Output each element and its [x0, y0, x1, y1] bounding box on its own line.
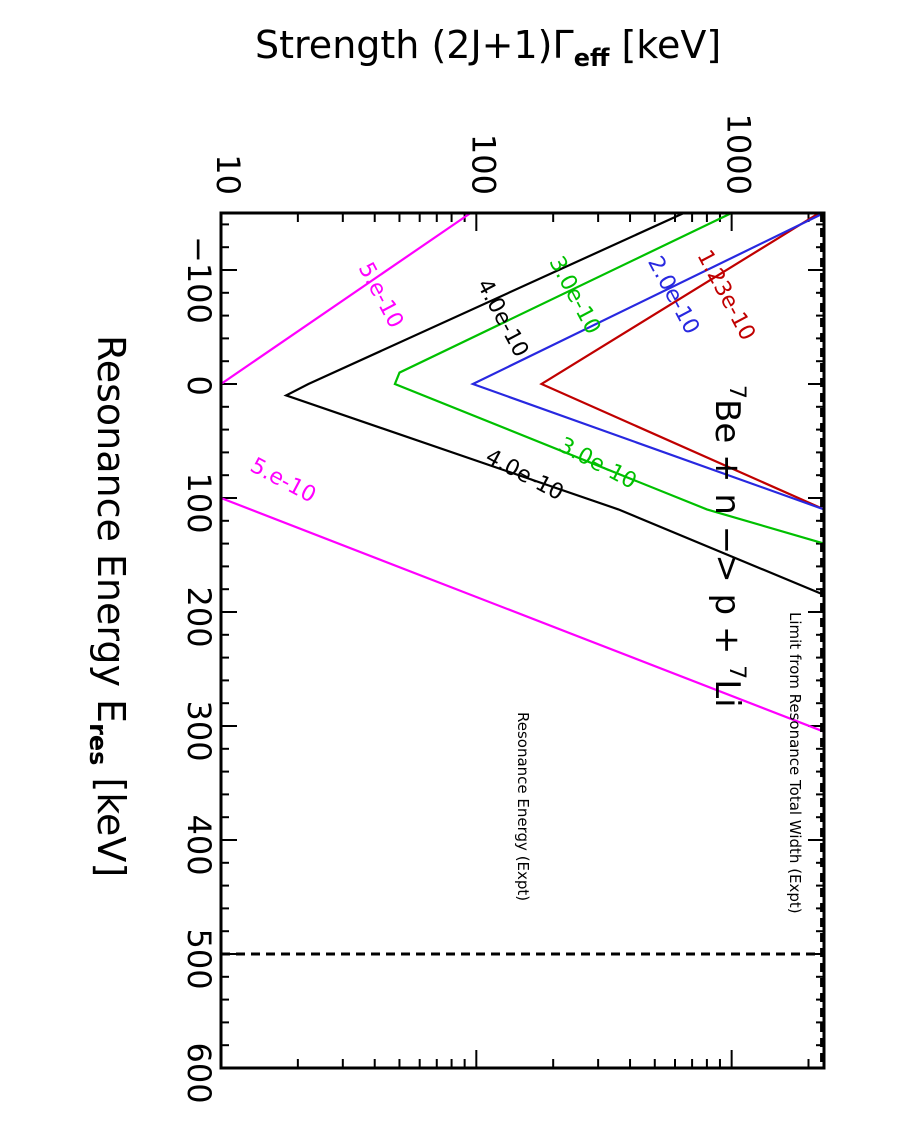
contour-layer — [219, 211, 825, 733]
y-tick-label: 1000 — [720, 114, 758, 195]
contour-label: 3.0e-10 — [544, 252, 606, 338]
contour-line-3.0e-10 — [393, 212, 825, 545]
reaction-label: 7Be + n −> p + 7Li — [707, 385, 749, 708]
x-tick-label: 500 — [180, 929, 218, 990]
x-tick-label: −100 — [180, 236, 218, 324]
x-tick-label: 100 — [180, 473, 218, 534]
x-axis-title: Resonance Energy Eres [keV] — [84, 335, 133, 877]
y-tick-label: 100 — [464, 134, 502, 195]
contour-label: 2.0e-10 — [642, 252, 704, 338]
contour-line-2.0e-10 — [470, 212, 825, 511]
reference-line-layer — [221, 213, 824, 1068]
contour-line-1.23e-10 — [539, 212, 825, 511]
contour-line-4.0e-10 — [283, 211, 825, 596]
x-tick-label: 600 — [180, 1043, 218, 1104]
contour-label: 5.e-10 — [353, 258, 408, 332]
contour-label: 3.0e-10 — [554, 433, 640, 495]
y-tick-label: 10 — [209, 154, 247, 195]
contour-label: 5.e-10 — [246, 453, 320, 508]
contour-label: 4.0e-10 — [471, 275, 533, 361]
x-tick-label: 200 — [180, 587, 218, 648]
x-tick-label: 400 — [180, 815, 218, 876]
plot-frame — [219, 211, 826, 1070]
x-tick-label: 0 — [180, 376, 218, 396]
reference-label: Limit from Resonance Total Width (Expt) — [786, 612, 804, 914]
reference-label: Resonance Energy (Expt) — [514, 712, 532, 901]
y-axis-title: Strength (2J+1)Γeff [keV] — [255, 23, 721, 72]
x-tick-label: 300 — [180, 701, 218, 762]
